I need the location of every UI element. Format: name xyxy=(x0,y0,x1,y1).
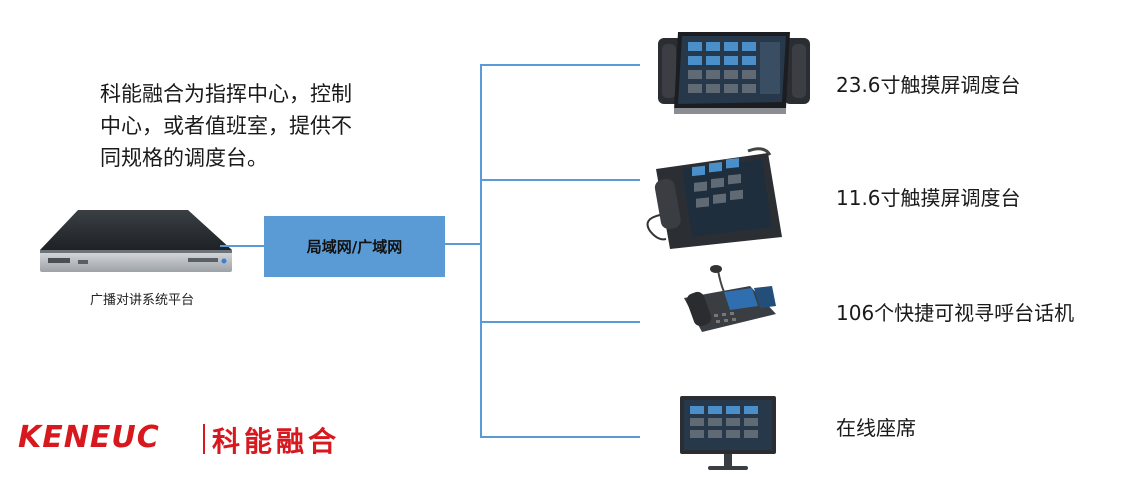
monitor-icon xyxy=(680,396,776,470)
small-touchscreen-console-icon xyxy=(646,147,782,249)
description-line-3: 同规格的调度台。 xyxy=(100,146,268,170)
description-text: 科能融合为指挥中心，控制 中心，或者值班室，提供不 同规格的调度台。 xyxy=(100,78,390,174)
description-line-1: 科能融合为指挥中心，控制 xyxy=(100,82,352,106)
device-label-4: 在线座席 xyxy=(836,416,916,440)
branch-line-3 xyxy=(480,321,640,323)
logo-separator xyxy=(203,424,205,454)
brand-logo: KENEUC xyxy=(18,420,160,455)
large-touchscreen-console-icon xyxy=(658,32,810,114)
device-label-3: 106个快捷可视寻呼台话机 xyxy=(836,301,1075,325)
server-icon xyxy=(40,210,232,272)
description-line-2: 中心，或者值班室，提供不 xyxy=(100,114,352,138)
brand-logo-cn: 科能融合 xyxy=(212,425,341,458)
branch-line-1 xyxy=(480,64,640,66)
network-link-line xyxy=(445,243,481,245)
branch-line-4 xyxy=(480,436,640,438)
branch-line-2 xyxy=(480,179,640,181)
server-link-line xyxy=(220,245,264,247)
video-paging-phone-icon xyxy=(684,265,776,332)
trunk-line xyxy=(480,64,482,438)
network-label: 局域网/广域网 xyxy=(306,238,403,256)
device-label-2: 11.6寸触摸屏调度台 xyxy=(836,186,1021,210)
device-label-1: 23.6寸触摸屏调度台 xyxy=(836,73,1021,97)
network-box: 局域网/广域网 xyxy=(264,216,445,277)
server-caption: 广播对讲系统平台 xyxy=(89,293,194,308)
